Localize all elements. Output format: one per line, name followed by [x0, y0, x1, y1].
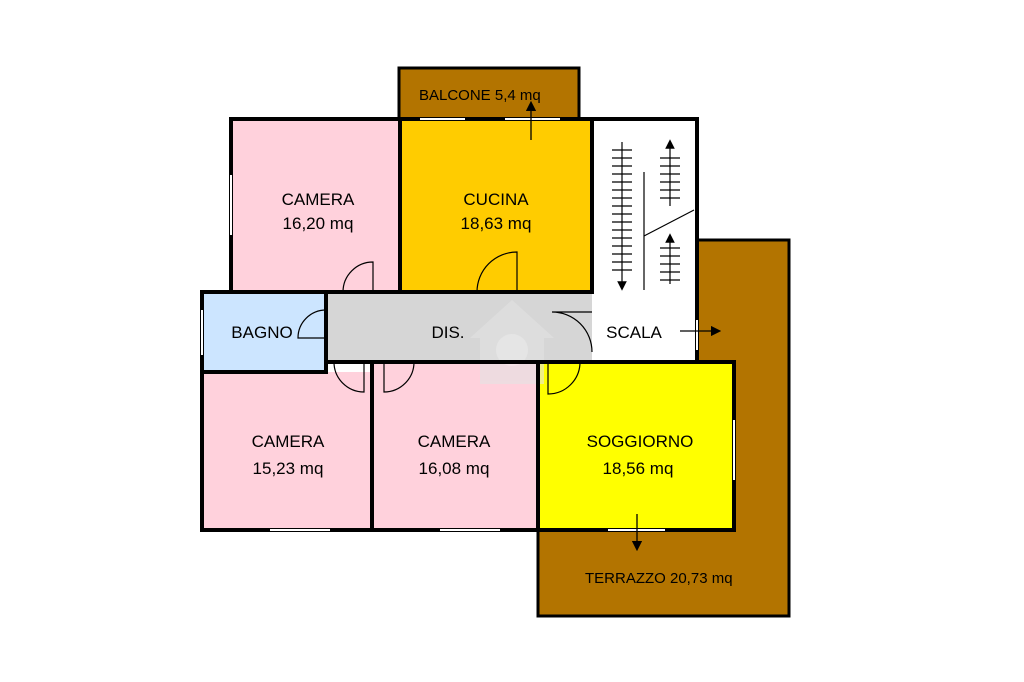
disimpegno-room — [326, 292, 592, 362]
door-camera-top — [342, 261, 374, 293]
door-bagno — [297, 309, 327, 339]
cucina-name: CUCINA — [463, 190, 529, 209]
door-camera-bl — [333, 361, 365, 393]
door-soggiorno — [547, 361, 581, 395]
balcone-area — [397, 66, 581, 122]
door-scala — [551, 311, 593, 353]
camera-top-area: 16,20 mq — [283, 214, 354, 233]
camera-bl-area: 15,23 mq — [253, 459, 324, 478]
bagno-name: BAGNO — [231, 323, 292, 342]
camera-bl-room — [202, 372, 372, 530]
stairs — [612, 139, 695, 291]
door-camera-bm — [383, 361, 415, 393]
camera-top-room — [231, 119, 400, 292]
bagno-room — [202, 292, 326, 372]
scala-name: SCALA — [606, 323, 662, 342]
cucina-area: 18,63 mq — [461, 214, 532, 233]
windows — [201, 118, 735, 531]
doors — [297, 251, 593, 395]
camera-bm-name: CAMERA — [418, 432, 491, 451]
stair-treads-right-top — [660, 157, 680, 199]
soggiorno-room — [538, 362, 734, 530]
soggiorno-name: SOGGIORNO — [587, 432, 694, 451]
balcone-label: BALCONE 5,4 mq — [419, 87, 541, 104]
camera-bm-area: 16,08 mq — [419, 459, 490, 478]
access-arrows — [525, 100, 722, 552]
camera-bm-room — [372, 362, 538, 530]
camera-top-name: CAMERA — [282, 190, 355, 209]
terrazzo-label: TERRAZZO 20,73 mq — [585, 570, 733, 587]
camera-bl-name: CAMERA — [252, 432, 325, 451]
cucina-room — [400, 119, 592, 292]
disimpegno-name: DIS. — [431, 323, 464, 342]
stair-treads-left — [612, 149, 632, 271]
door-cucina — [476, 251, 518, 293]
stair-treads-right-bottom — [660, 247, 680, 281]
soggiorno-area: 18,56 mq — [603, 459, 674, 478]
